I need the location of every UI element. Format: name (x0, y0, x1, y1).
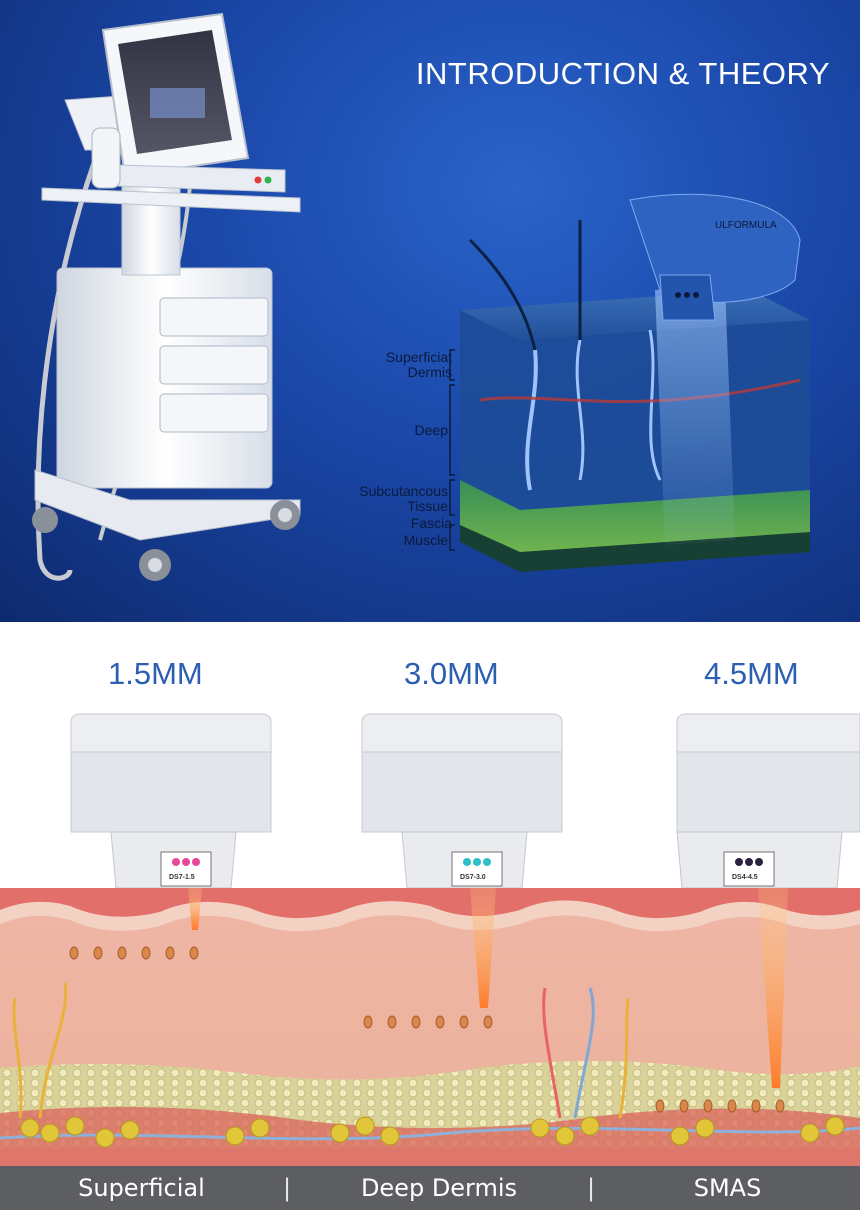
layer-label-superficial-dermis: Superficiat Dermis (340, 350, 452, 380)
hero-banner: INTRODUCTION & THEORY (0, 0, 860, 622)
cartridge-dot (463, 858, 471, 866)
zone-separator: | (586, 1174, 596, 1202)
layer-label-muscle: Muscle (340, 533, 448, 548)
cartridge-code: DS4-4.5 (732, 874, 758, 881)
cartridge-code: DS7-1.5 (169, 874, 195, 881)
cartridge-ds7-1-5: DS7-1.5 (70, 713, 272, 889)
zone-deep-dermis: Deep Dermis (360, 1174, 518, 1202)
hifu-machine-illustration (32, 12, 301, 581)
cartridge-dot (745, 858, 753, 866)
layer-label-subcutaneous: Subcutancous Tissue (320, 484, 448, 514)
cartridge-dot (473, 858, 481, 866)
zone-smas: SMAS (693, 1174, 762, 1202)
layer-text: Subcutancous Tissue (359, 483, 448, 514)
zone-superficial: Superficial (78, 1174, 205, 1202)
cartridge-dot (192, 858, 200, 866)
cartridge-dot (755, 858, 763, 866)
layer-text: Fascia (410, 515, 452, 531)
depth-label-1-5: 1.5MM (108, 656, 203, 691)
device-brand: ULFORMULA (715, 220, 777, 231)
cartridge-dot (182, 858, 190, 866)
cartridge-dot (172, 858, 180, 866)
zone-separator: | (282, 1174, 292, 1202)
layer-text: Muscle (403, 532, 448, 548)
layer-label-deep: Deep (340, 423, 448, 438)
skin-layer-diagram: ULFORMULA (449, 193, 810, 572)
layer-text: Deep (414, 422, 448, 438)
layer-label-fascia: Fascia (340, 516, 452, 531)
zone-bar: Superficial | Deep Dermis | SMAS (0, 1166, 860, 1210)
layer-text: Superficiat Dermis (385, 349, 452, 380)
cartridge-code: DS7-3.0 (460, 874, 486, 881)
depth-label-4-5: 4.5MM (704, 656, 799, 691)
hero-title: INTRODUCTION & THEORY (415, 56, 830, 91)
cartridge-dot (483, 858, 491, 866)
cartridge-dot (735, 858, 743, 866)
cartridge-ds7-3-0: DS7-3.0 (361, 713, 563, 889)
tissue-cross-section (0, 888, 860, 1170)
cartridge-ds4-4-5: DS4-4.5 (676, 713, 860, 889)
depth-label-3-0: 3.0MM (404, 656, 499, 691)
